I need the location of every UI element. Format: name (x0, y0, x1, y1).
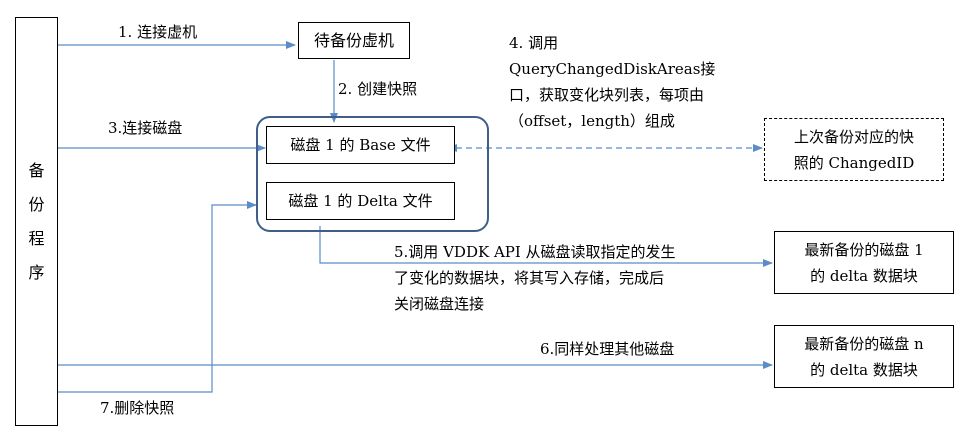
delta-file-box: 磁盘 1 的 Delta 文件 (266, 182, 455, 220)
arrow-read-delta (319, 226, 773, 267)
latest-disk1-line: 的 delta 数据块 (810, 266, 918, 285)
disk1-group (256, 116, 489, 232)
step2-label: 2. 创建快照 (338, 80, 418, 98)
changed-id-line: 上次备份对应的快 (793, 127, 914, 146)
base-file-label: 磁盘 1 的 Base 文件 (290, 136, 431, 154)
program-char: 份 (28, 194, 45, 214)
backup-program-box: 备 份 程 序 (15, 17, 58, 426)
changed-id-line: 照的 ChangedID (793, 153, 915, 172)
step6-label: 6.同样处理其他磁盘 (540, 340, 675, 358)
latest-disk1-box: 最新备份的磁盘 1 的 delta 数据块 (774, 231, 954, 294)
step4-line: QueryChangedDiskAreas接 (509, 60, 716, 78)
base-file-box: 磁盘 1 的 Base 文件 (266, 126, 455, 164)
program-char: 程 (28, 228, 45, 248)
step3-label: 3.连接磁盘 (108, 119, 183, 137)
latest-diskn-line: 的 delta 数据块 (810, 360, 918, 379)
delta-file-label: 磁盘 1 的 Delta 文件 (288, 192, 433, 210)
step4-line: 口，获取变化块列表，每项由 (509, 86, 705, 104)
step5-line: 5.调用 VDDK API 从磁盘读取指定的发生 (394, 243, 676, 261)
arrow-delete-snapshot (58, 201, 257, 393)
step4-line: （offset，length）组成 (509, 112, 675, 130)
step5-line: 关闭磁盘连接 (394, 295, 485, 313)
step4-line: 4. 调用 (509, 34, 559, 52)
step1-label: 1. 连接虚机 (118, 23, 198, 41)
step4-label: 4. 调用 QueryChangedDiskAreas接 口，获取变化块列表，每… (509, 30, 715, 134)
program-char: 序 (28, 262, 45, 282)
step5-line: 了变化的数据块，将其写入存储，完成后 (394, 269, 665, 287)
vm-label: 待备份虚机 (313, 30, 394, 50)
changed-id-box: 上次备份对应的快 照的 ChangedID (764, 118, 944, 181)
latest-disk1-line: 最新备份的磁盘 1 (804, 240, 924, 259)
program-char: 备 (28, 160, 45, 180)
step5-label: 5.调用 VDDK API 从磁盘读取指定的发生 了变化的数据块，将其写入存储，… (394, 239, 676, 317)
latest-diskn-line: 最新备份的磁盘 n (804, 334, 924, 353)
step7-label: 7.删除快照 (100, 399, 175, 417)
latest-diskn-box: 最新备份的磁盘 n 的 delta 数据块 (774, 325, 954, 388)
vm-box: 待备份虚机 (298, 22, 410, 59)
